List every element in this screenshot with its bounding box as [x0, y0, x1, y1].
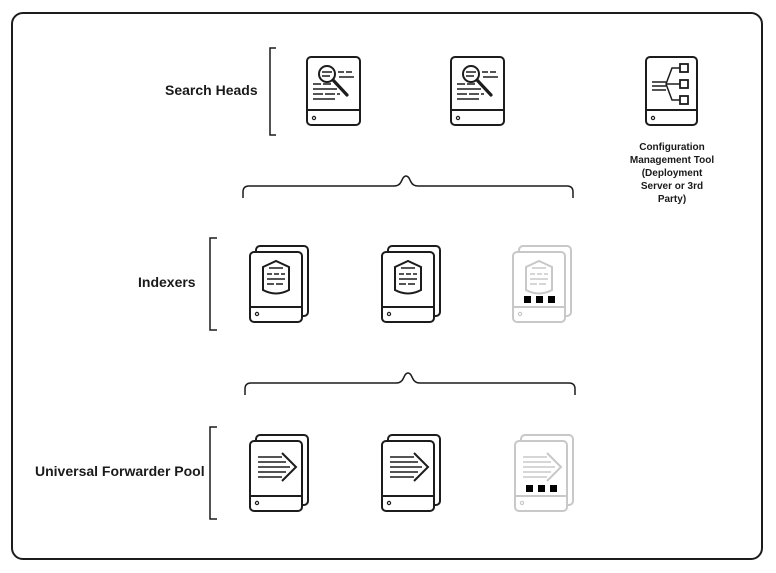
forwarder-pool-label: Universal Forwarder Pool — [35, 463, 205, 479]
ellipsis-squares-icon — [526, 485, 557, 492]
search-server-icon — [449, 55, 506, 127]
forward-arrow-server-icon — [249, 434, 309, 512]
config-tool-label: Configuration Management Tool (Deploymen… — [629, 142, 715, 205]
forwarders-bracket — [209, 426, 217, 520]
database-server-placeholder-icon — [512, 245, 572, 323]
hierarchy-server-icon — [645, 56, 698, 126]
brace-lower — [244, 372, 576, 395]
diagram-frame — [11, 12, 763, 560]
forward-arrow-server-placeholder-icon — [514, 434, 574, 512]
indexers-label: Indexers — [138, 274, 196, 290]
database-server-icon — [381, 245, 441, 323]
indexers-bracket — [209, 237, 217, 331]
brace-upper — [242, 175, 574, 198]
search-server-icon — [305, 55, 362, 127]
ellipsis-squares-icon — [524, 296, 555, 303]
search-heads-label: Search Heads — [165, 82, 258, 98]
forward-arrow-server-icon — [381, 434, 441, 512]
database-server-icon — [249, 245, 309, 323]
search-heads-bracket — [269, 47, 276, 136]
